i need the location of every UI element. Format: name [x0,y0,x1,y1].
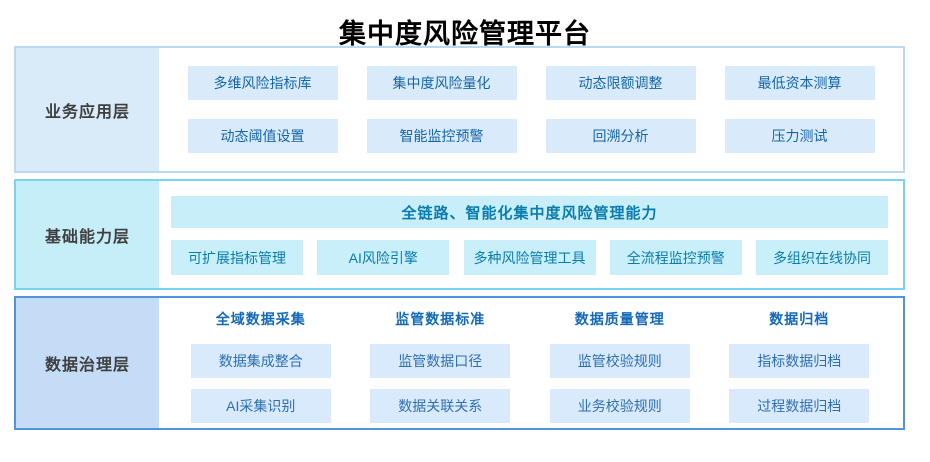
module-chip: 压力测试 [724,119,875,154]
data-module-chip: 数据集成整合 [190,344,331,378]
module-chip: 多维风险指标库 [187,65,338,100]
capability-chip: AI风险引擎 [317,240,450,275]
data-column: 监管数据标准 监管数据口径 数据关联关系 [351,306,531,423]
layer-business-application: 业务应用层 多维风险指标库 集中度风险量化 动态限额调整 最低资本测算 动态阈值… [14,46,905,173]
data-module-chip: 业务校验规则 [549,389,690,423]
capability-chip: 多组织在线协同 [756,240,888,275]
module-chip: 回溯分析 [545,119,696,154]
capability-chip-row: 可扩展指标管理 AI风险引擎 多种风险管理工具 全流程监控预警 多组织在线协同 [171,240,888,275]
data-column: 数据归档 指标数据归档 过程数据归档 [710,306,890,423]
module-chip: 动态限额调整 [545,65,696,100]
layer-basic-capability: 基础能力层 全链路、智能化集中度风险管理能力 可扩展指标管理 AI风险引擎 多种… [14,179,905,290]
capability-chip: 多种风险管理工具 [463,240,596,275]
data-column-header: 全域数据采集 [215,311,306,327]
data-column: 全域数据采集 数据集成整合 AI采集识别 [171,306,351,423]
layer-label-capability: 基础能力层 [16,181,159,288]
data-module-chip: AI采集识别 [190,389,331,423]
capability-content: 全链路、智能化集中度风险管理能力 可扩展指标管理 AI风险引擎 多种风险管理工具… [159,181,903,288]
module-chip: 最低资本测算 [724,65,875,100]
layer-data-governance: 数据治理层 全域数据采集 数据集成整合 AI采集识别 监管数据标准 监管数据口径… [14,296,905,430]
data-module-chip: 指标数据归档 [729,344,870,378]
data-column-header: 数据质量管理 [574,311,665,327]
data-column: 数据质量管理 监管校验规则 业务校验规则 [530,306,710,423]
data-module-chip: 监管校验规则 [549,344,690,378]
module-chip: 智能监控预警 [366,119,517,154]
data-column-header: 数据归档 [769,311,830,327]
capability-banner: 全链路、智能化集中度风险管理能力 [171,196,888,228]
module-chip: 集中度风险量化 [366,65,517,100]
layer-label-business: 业务应用层 [16,48,159,171]
data-governance-grid: 全域数据采集 数据集成整合 AI采集识别 监管数据标准 监管数据口径 数据关联关… [159,298,903,428]
data-module-chip: 数据关联关系 [370,389,511,423]
page-title: 集中度风险管理平台 [339,19,591,49]
module-chip: 动态阈值设置 [187,119,338,154]
capability-chip: 可扩展指标管理 [171,240,303,275]
business-modules-grid: 多维风险指标库 集中度风险量化 动态限额调整 最低资本测算 动态阈值设置 智能监… [159,48,903,171]
data-column-header: 监管数据标准 [395,311,486,327]
data-module-chip: 过程数据归档 [729,389,870,423]
data-module-chip: 监管数据口径 [370,344,511,378]
capability-chip: 全流程监控预警 [609,240,742,275]
layer-label-data: 数据治理层 [16,298,159,428]
